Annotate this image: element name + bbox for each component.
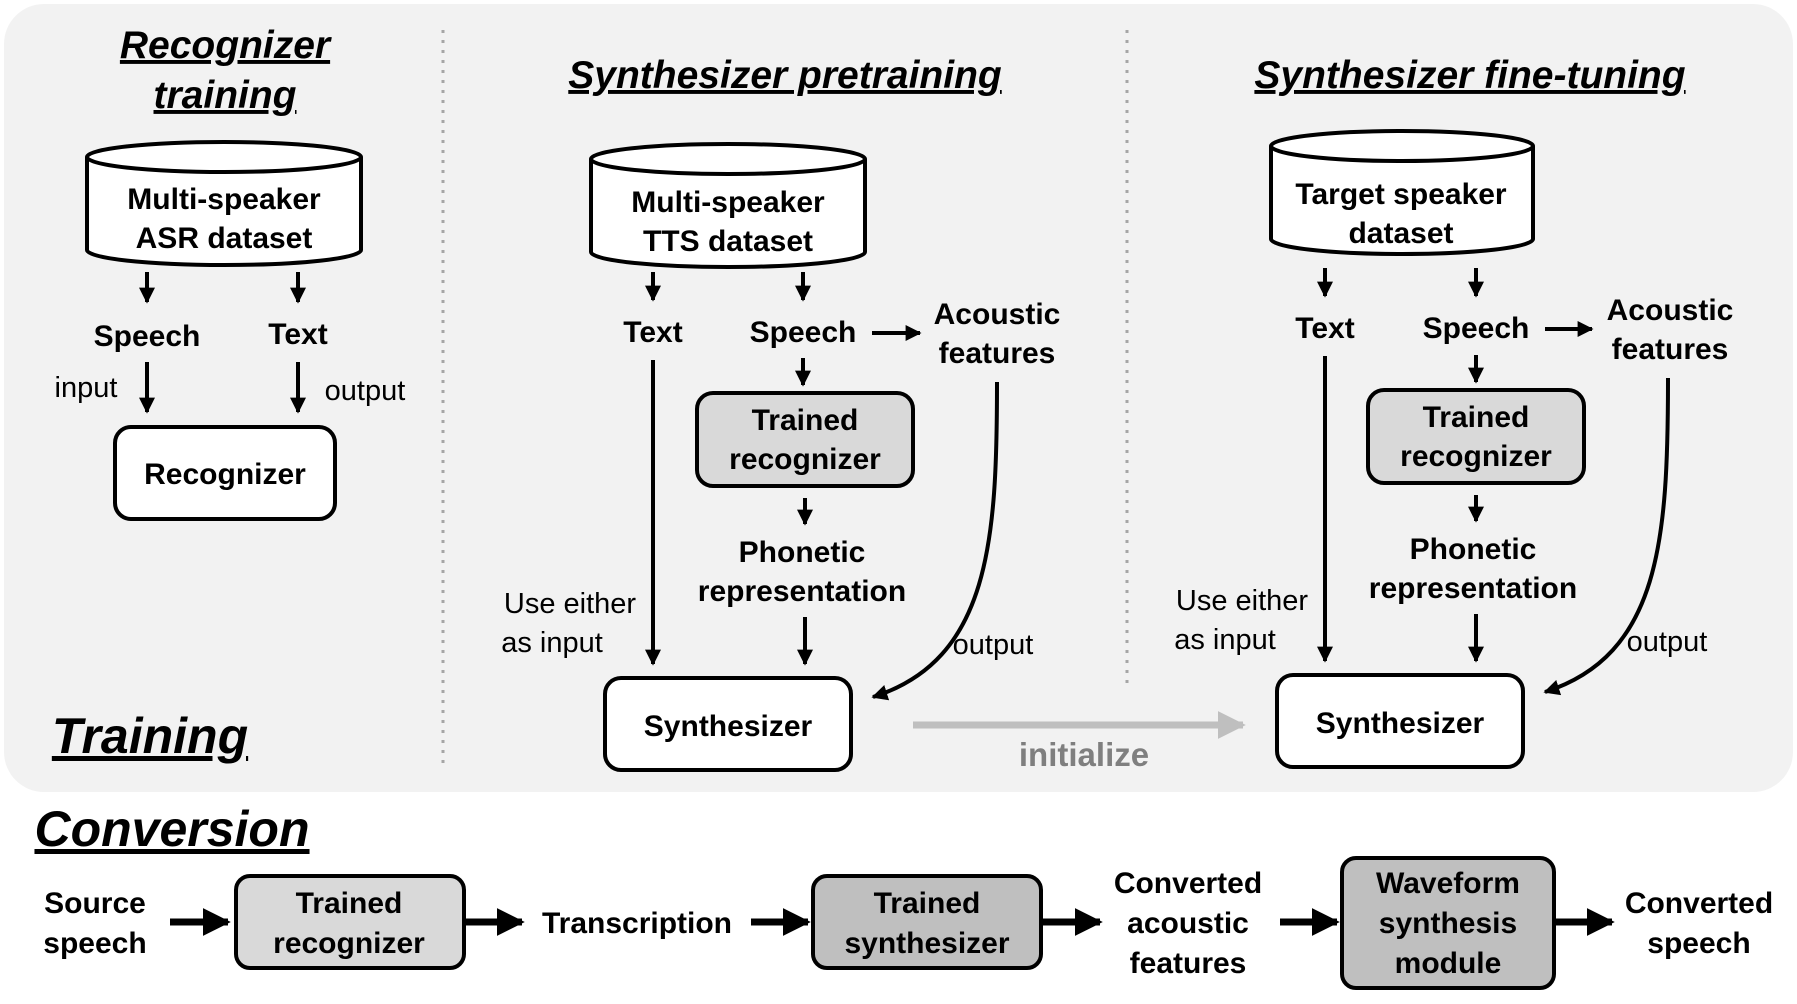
waveform-synthesis-label-line3: module: [1395, 947, 1502, 980]
sf-acoustic-label: Acoustic: [1607, 294, 1734, 327]
sf-trained-recognizer-label: Trained: [1423, 401, 1530, 434]
training-section-label: Training: [52, 708, 248, 764]
converted-acoustic-label: Converted: [1114, 867, 1262, 900]
arrow-sf-acoustic-to-synthesizer: [1543, 377, 1670, 696]
synth-finetuning-section: Synthesizer fine-tuning Target speaker d…: [1174, 54, 1734, 769]
sf-phonetic-label: Phonetic: [1410, 533, 1537, 566]
waveform-synthesis-label: Waveform: [1376, 867, 1520, 900]
sp-synthesizer-label: Synthesizer: [644, 710, 813, 743]
target-dataset-cylinder: [1269, 129, 1535, 256]
sp-trained-recognizer-label: Trained: [752, 404, 859, 437]
converted-speech-label-line2: speech: [1647, 927, 1750, 960]
sf-use-either-label: Use either: [1176, 585, 1309, 617]
rt-text-label: Text: [268, 318, 327, 351]
target-dataset-label: Target speaker: [1295, 178, 1507, 211]
rt-speech-label: Speech: [94, 320, 201, 353]
tts-dataset-cylinder: [589, 142, 867, 269]
converted-acoustic-label-line3: features: [1130, 947, 1247, 980]
sp-acoustic-label: Acoustic: [934, 298, 1061, 331]
arrow-acoustic-to-synthesizer: [871, 381, 999, 701]
sp-acoustic-label-line2: features: [939, 337, 1056, 370]
transcription-label: Transcription: [542, 907, 732, 940]
recognizer-label: Recognizer: [144, 458, 306, 491]
sf-synthesizer-label: Synthesizer: [1316, 707, 1485, 740]
target-dataset-label-line2: dataset: [1348, 217, 1453, 250]
sp-text-label: Text: [623, 316, 682, 349]
conv-trained-recognizer-label: Trained: [296, 887, 403, 920]
tts-dataset-label-line2: TTS dataset: [643, 225, 813, 258]
rt-output-label: output: [325, 375, 406, 407]
synth-finetuning-title: Synthesizer fine-tuning: [1254, 54, 1685, 97]
sf-trained-recognizer-box: [1366, 388, 1586, 485]
sp-phonetic-label-line2: representation: [698, 575, 906, 608]
conv-trained-synthesizer-label-line2: synthesizer: [844, 927, 1009, 960]
sp-speech-label: Speech: [750, 316, 857, 349]
sp-trained-recognizer-box: [695, 391, 915, 488]
sf-text-label: Text: [1295, 312, 1354, 345]
recognizer-training-title-line2: training: [154, 74, 297, 117]
initialize-label: initialize: [1019, 736, 1149, 773]
conv-trained-recognizer-box: [234, 874, 466, 970]
conversion-section: Conversion Source speech Trained recogni…: [34, 801, 1773, 990]
waveform-synthesis-box: [1340, 856, 1556, 990]
recognizer-box: [113, 425, 337, 521]
sp-synthesizer-box: [603, 676, 853, 772]
sp-trained-recognizer-label-line2: recognizer: [729, 443, 881, 476]
conv-trained-synthesizer-box: [811, 874, 1043, 970]
converted-acoustic-label-line2: acoustic: [1127, 907, 1249, 940]
synth-pretraining-title: Synthesizer pretraining: [568, 54, 1002, 97]
synth-pretraining-section: Synthesizer pretraining Multi-speaker TT…: [501, 54, 1061, 772]
sp-output-label: output: [953, 629, 1034, 661]
asr-dataset-label: Multi-speaker: [127, 183, 321, 216]
asr-dataset-label-line2: ASR dataset: [136, 222, 313, 255]
sp-phonetic-label: Phonetic: [739, 536, 866, 569]
sp-use-either-label: Use either: [504, 588, 637, 620]
waveform-synthesis-label-line2: synthesis: [1379, 907, 1517, 940]
sp-as-input-label: as input: [501, 627, 603, 659]
converted-speech-label: Converted: [1625, 887, 1773, 920]
source-speech-label: Source: [44, 887, 146, 920]
recognizer-training-title: Recognizer: [120, 24, 332, 67]
sf-output-label: output: [1627, 626, 1708, 658]
tts-dataset-label: Multi-speaker: [631, 186, 825, 219]
sf-speech-label: Speech: [1423, 312, 1530, 345]
sf-trained-recognizer-label-line2: recognizer: [1400, 440, 1552, 473]
sf-phonetic-label-line2: representation: [1369, 572, 1577, 605]
conversion-section-label: Conversion: [34, 801, 309, 857]
sf-synthesizer-box: [1275, 673, 1525, 769]
source-speech-label-line2: speech: [43, 927, 146, 960]
recognizer-training-section: Recognizer training Multi-speaker ASR da…: [52, 24, 405, 764]
rt-input-label: input: [55, 372, 118, 404]
conv-trained-synthesizer-label: Trained: [874, 887, 981, 920]
sf-acoustic-label-line2: features: [1612, 333, 1729, 366]
asr-dataset-cylinder: [85, 140, 363, 267]
conv-trained-recognizer-label-line2: recognizer: [273, 927, 425, 960]
sf-as-input-label: as input: [1174, 624, 1276, 656]
